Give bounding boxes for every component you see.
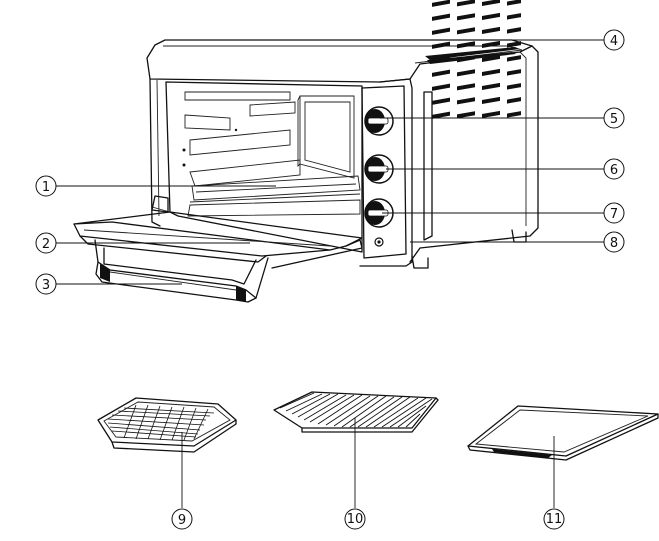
callout-10: 10 xyxy=(344,508,366,530)
door-handle[interactable] xyxy=(94,239,269,303)
svg-text:10: 10 xyxy=(347,512,364,527)
crumb-tray xyxy=(467,405,659,461)
baking-tray-with-grill xyxy=(97,397,237,453)
oven-back-wall xyxy=(299,95,355,179)
front-side-trim xyxy=(423,91,433,241)
rack-guides xyxy=(182,91,301,187)
indicator-light xyxy=(374,237,384,247)
oven-side-wall xyxy=(409,45,539,263)
leader-lines xyxy=(56,39,604,508)
svg-text:4: 4 xyxy=(610,34,618,49)
svg-text:3: 3 xyxy=(42,278,50,293)
svg-text:5: 5 xyxy=(610,112,618,127)
oven-cavity-opening xyxy=(165,81,363,253)
svg-text:7: 7 xyxy=(610,207,618,222)
front-right-foot xyxy=(411,255,429,269)
svg-text:8: 8 xyxy=(610,236,618,251)
callout-9: 9 xyxy=(171,508,193,530)
callout-3: 3 xyxy=(35,273,57,295)
oven-door xyxy=(73,195,363,269)
wire-rack-inside xyxy=(187,175,361,217)
svg-text:2: 2 xyxy=(42,237,50,252)
svg-text:1: 1 xyxy=(42,180,50,195)
door-hinge xyxy=(151,195,169,213)
oven-body xyxy=(146,0,539,269)
side-vents xyxy=(432,0,521,119)
svg-text:6: 6 xyxy=(610,163,618,178)
svg-text:9: 9 xyxy=(178,513,186,528)
oven-control-panel-frame xyxy=(359,78,413,267)
callout-8: 8 xyxy=(603,231,625,253)
top-knob[interactable] xyxy=(364,106,394,136)
middle-knob[interactable] xyxy=(364,154,394,184)
callout-5: 5 xyxy=(603,107,625,129)
control-panel xyxy=(361,85,407,259)
wire-rack xyxy=(273,391,439,433)
callout-2: 2 xyxy=(35,232,57,254)
callout-11: 11 xyxy=(543,508,565,530)
callout-7: 7 xyxy=(603,202,625,224)
callout-6: 6 xyxy=(603,158,625,180)
callout-4: 4 xyxy=(603,29,625,51)
svg-text:11: 11 xyxy=(546,512,563,527)
rear-right-foot xyxy=(511,229,527,243)
oven-front-left-frame xyxy=(149,78,161,227)
bottom-knob[interactable] xyxy=(364,198,394,228)
door-glass-panel xyxy=(73,211,363,251)
callout-1: 1 xyxy=(35,175,57,197)
